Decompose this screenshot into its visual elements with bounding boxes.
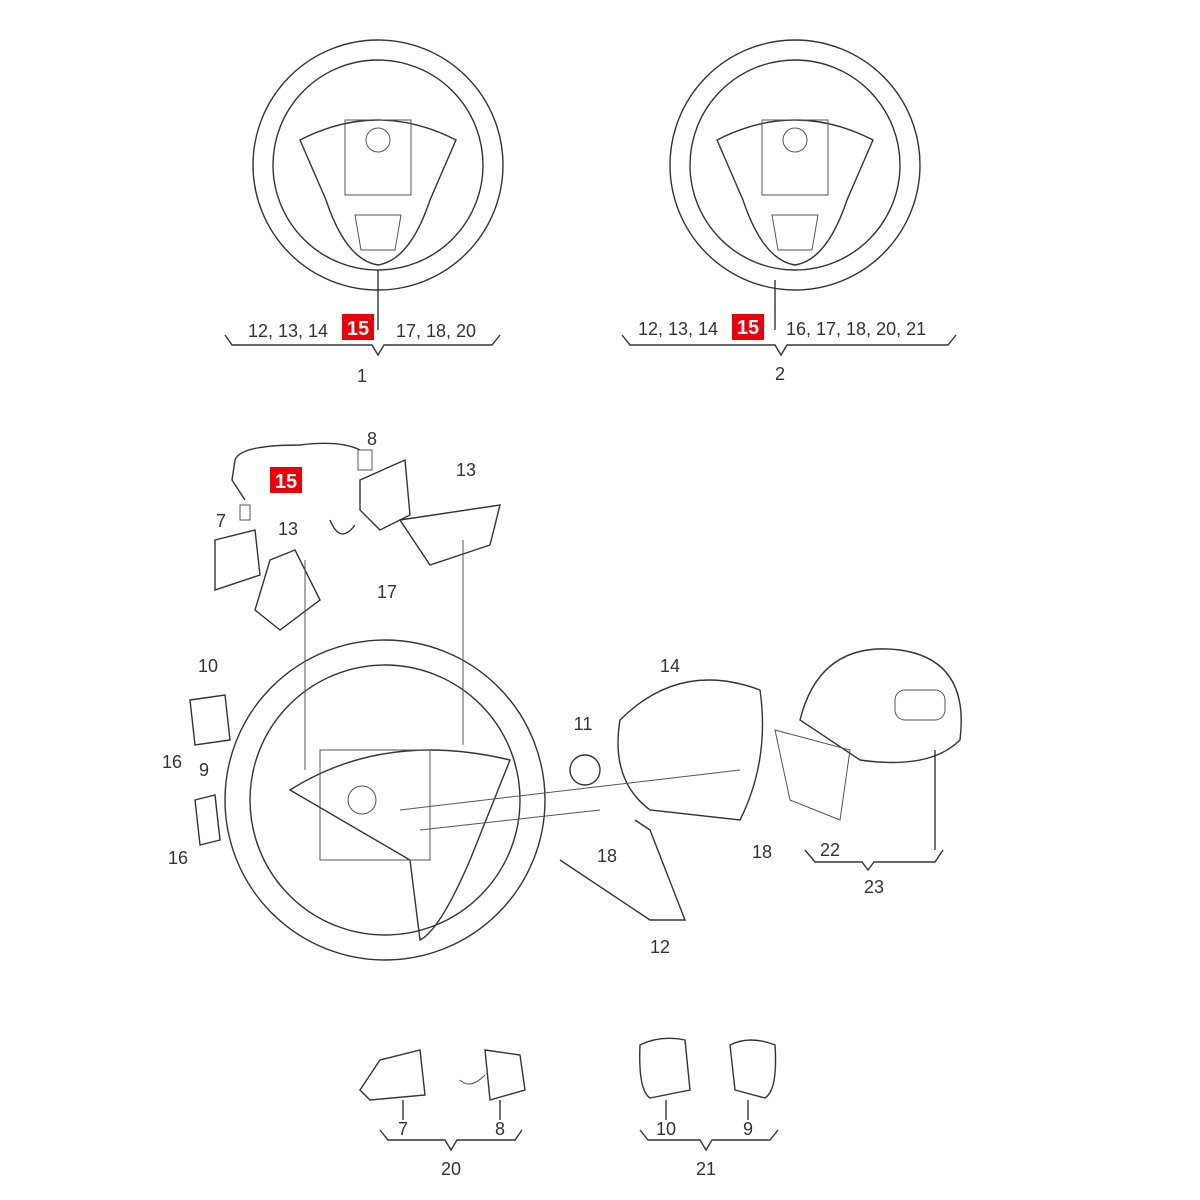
steering-wheel-assembly-1 bbox=[224, 39, 504, 357]
highlight-part-number: 15 bbox=[347, 318, 369, 340]
callout-7: 7 bbox=[216, 511, 226, 531]
exploded-view bbox=[189, 442, 962, 961]
callout-16: 16 bbox=[162, 752, 182, 772]
callout-13: 13 bbox=[278, 519, 298, 539]
group-number: 20 bbox=[441, 1159, 461, 1179]
callout-9: 9 bbox=[199, 760, 209, 780]
highlight-part-number: 15 bbox=[737, 317, 759, 339]
callout-23: 23 bbox=[864, 877, 884, 897]
steering-wheel-assembly-2 bbox=[621, 39, 957, 357]
group-21-part-a: 10 bbox=[656, 1119, 676, 1139]
parts-list-left: 12, 13, 14 bbox=[248, 321, 328, 341]
callout-12: 12 bbox=[650, 937, 670, 957]
assembly-number: 2 bbox=[775, 364, 785, 384]
assembly-number: 1 bbox=[357, 366, 367, 386]
parts-list-left: 12, 13, 14 bbox=[638, 319, 718, 339]
callout-11: 11 bbox=[574, 714, 593, 734]
group-20 bbox=[359, 1049, 526, 1152]
group-number: 21 bbox=[696, 1159, 716, 1179]
parts-list-right: 17, 18, 20 bbox=[396, 321, 476, 341]
callout-18: 18 bbox=[752, 842, 772, 862]
callout-18: 18 bbox=[597, 846, 617, 866]
group-20-part-b: 8 bbox=[495, 1119, 505, 1139]
callout-10: 10 bbox=[198, 656, 218, 676]
group-21 bbox=[639, 1037, 779, 1152]
group-21-part-b: 9 bbox=[743, 1119, 753, 1139]
highlight-badge bbox=[342, 314, 374, 340]
group-20-part-a: 7 bbox=[398, 1119, 408, 1139]
callout-8: 8 bbox=[367, 429, 377, 449]
highlight-badge bbox=[732, 314, 764, 340]
cable-highlight-badge bbox=[270, 467, 302, 493]
cable-part-number: 15 bbox=[275, 471, 297, 493]
callout-22: 22 bbox=[820, 840, 840, 860]
callout-14: 14 bbox=[660, 656, 680, 676]
callout-13: 13 bbox=[456, 460, 476, 480]
callout-17: 17 bbox=[377, 582, 397, 602]
callout-16: 16 bbox=[168, 848, 188, 868]
parts-list-right: 16, 17, 18, 20, 21 bbox=[786, 319, 926, 339]
